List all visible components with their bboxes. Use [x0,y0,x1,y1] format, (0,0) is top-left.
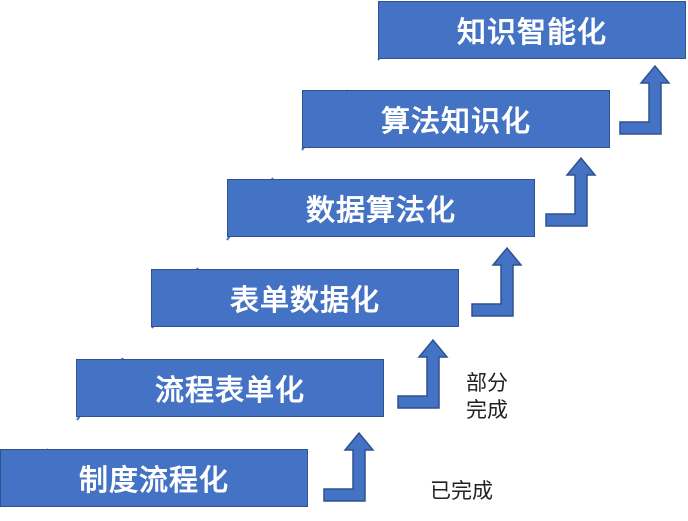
completed-note: 已完成 [430,479,493,503]
step-box-3: 表单数据化 [151,269,459,327]
bent-up-arrow-icon [619,64,671,135]
step-box-5: 算法知识化 [302,90,610,148]
bent-up-arrow-icon [397,338,449,409]
partial-note-line2: 完成 [466,398,508,422]
step-box-1: 制度流程化 [0,449,308,507]
bent-up-arrow-icon [471,246,523,317]
partial-complete-note: 部分 完成 [466,370,508,424]
step-box-6: 知识智能化 [378,1,686,59]
step-box-2: 流程表单化 [76,359,384,417]
bent-up-arrow-icon [323,431,375,502]
step-box-4: 数据算法化 [227,179,535,237]
partial-note-line1: 部分 [466,371,508,395]
bent-up-arrow-icon [545,156,597,227]
